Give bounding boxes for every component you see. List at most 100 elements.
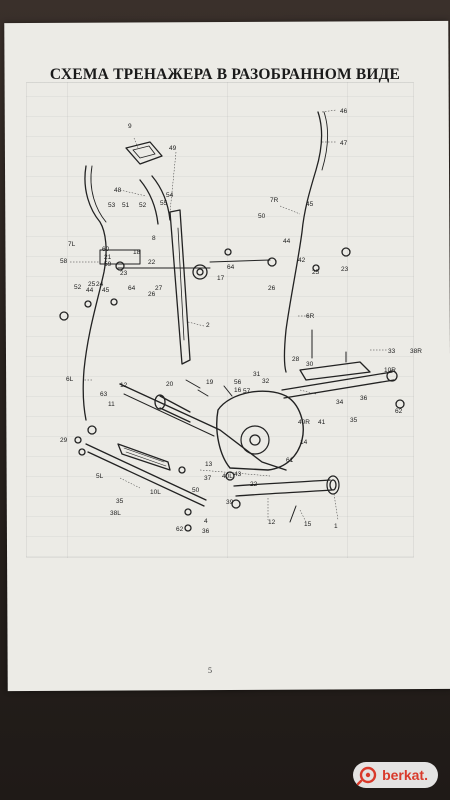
- part-label: 38L: [110, 510, 121, 517]
- part-label: 26: [148, 291, 156, 298]
- part-label: 59: [104, 261, 112, 268]
- part-label: 38R: [410, 348, 422, 355]
- part-label: 43: [234, 471, 242, 478]
- handle-grip: [139, 179, 159, 225]
- part-label: 31: [253, 371, 261, 378]
- part-label: 29: [60, 437, 68, 444]
- part-label: 2: [206, 322, 210, 329]
- rear-tube: [233, 479, 333, 497]
- part-label: 40L: [222, 473, 233, 480]
- part-label: 62: [176, 526, 184, 533]
- part-label: 36: [360, 395, 368, 402]
- part-label: 52: [139, 202, 147, 209]
- part-label: 58: [60, 258, 68, 265]
- part-label: 64: [128, 285, 136, 292]
- part-label: 35: [350, 417, 358, 424]
- part-label: 14: [300, 439, 308, 446]
- berkat-logo-icon: [357, 766, 377, 786]
- part-label: 26: [268, 285, 276, 292]
- part-label: 20: [166, 381, 174, 388]
- part-label: 37: [204, 475, 212, 482]
- part-label: 1: [334, 523, 338, 530]
- part-label: 40R: [298, 419, 310, 426]
- part-label: 39: [226, 499, 234, 506]
- part-label: 60: [102, 246, 110, 253]
- part-label: 4: [204, 518, 208, 525]
- part-label: 50: [192, 487, 200, 494]
- part-label: 48: [114, 187, 122, 194]
- part-label: 16: [234, 387, 242, 394]
- part-label: 41: [318, 419, 326, 426]
- part-label: 7R: [270, 197, 279, 204]
- part-label: 52: [74, 284, 82, 291]
- part-label: 33: [388, 348, 396, 355]
- watermark: berkat.: [353, 762, 438, 788]
- handle-grip: [151, 175, 171, 221]
- part-label: 19: [206, 379, 214, 386]
- part-label: 44: [86, 287, 94, 294]
- document-title: СХЕМА ТРЕНАЖЕРА В РАЗОБРАННОМ ВИДЕ: [49, 66, 401, 83]
- part-label: 63: [100, 391, 108, 398]
- flywheel-housing: [216, 390, 304, 471]
- right-pedal: [299, 361, 371, 381]
- part-label: 62: [395, 408, 403, 415]
- part-label: 21: [104, 254, 112, 261]
- part-label: 5L: [96, 473, 104, 480]
- part-label: 61: [286, 457, 294, 464]
- part-label: 64: [227, 264, 235, 271]
- part-label: 56: [234, 379, 242, 386]
- watermark-text: berkat.: [382, 767, 428, 783]
- part-label: 57: [243, 388, 251, 395]
- part-label: 30: [306, 361, 314, 368]
- part-label: 23: [120, 270, 128, 277]
- part-label: 24: [96, 281, 104, 288]
- part-label: 49: [169, 145, 177, 152]
- part-label: 10L: [150, 489, 161, 496]
- left-pedal: [117, 443, 171, 471]
- part-label: 25: [312, 269, 320, 276]
- left-handlebar: [82, 165, 107, 421]
- part-label: 17: [217, 275, 225, 282]
- page-number: 5: [208, 666, 212, 675]
- part-label: 12: [120, 382, 128, 389]
- right-pedal-rail: [281, 371, 395, 399]
- part-label: 46: [340, 108, 348, 115]
- console-screen: [132, 145, 156, 159]
- part-label: 36: [202, 528, 210, 535]
- part-label: 7L: [68, 241, 76, 248]
- part-label: 11: [108, 401, 115, 408]
- part-label: 45: [102, 287, 110, 294]
- part-label: 6L: [66, 376, 74, 383]
- part-label: 8: [152, 235, 156, 242]
- faint-show-through-table: [26, 82, 414, 558]
- part-label: 23: [341, 266, 349, 273]
- flywheel: [240, 425, 270, 455]
- main-mast: [169, 209, 191, 365]
- part-label: 12: [268, 519, 276, 526]
- part-label: 34: [336, 399, 344, 406]
- part-label: 32: [262, 378, 270, 385]
- part-label: 15: [304, 521, 312, 528]
- part-label: 27: [155, 285, 163, 292]
- part-labels: 9 49 46 47 48 53 51 52 54 55 7R 45 50 44…: [60, 108, 422, 535]
- part-label: 50: [258, 213, 266, 220]
- part-label: 22: [250, 481, 258, 488]
- part-label: 42: [298, 257, 306, 264]
- part-label: 22: [148, 259, 156, 266]
- part-label: 51: [122, 202, 130, 209]
- part-label: 18: [133, 249, 141, 256]
- part-label: 28: [292, 356, 300, 363]
- part-label: 9: [128, 123, 132, 130]
- left-bracket: [99, 249, 141, 265]
- right-handlebar: [283, 111, 323, 373]
- part-label: 53: [108, 202, 116, 209]
- part-label: 25: [88, 281, 96, 288]
- part-label: 45: [306, 201, 314, 208]
- main-frame: [119, 383, 287, 471]
- part-label: 6R: [306, 313, 315, 320]
- console-part: [125, 141, 163, 165]
- part-label: 10R: [384, 367, 396, 374]
- part-label: 35: [116, 498, 124, 505]
- part-label: 44: [283, 238, 291, 245]
